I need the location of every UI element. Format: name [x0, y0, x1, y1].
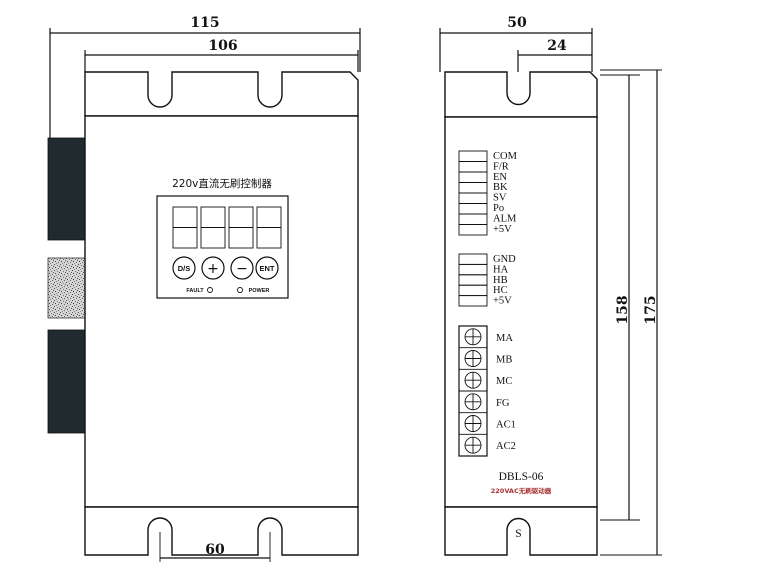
terminal-pin — [458, 295, 488, 307]
model-subtitle: 220VAC无刷驱动器 — [491, 486, 552, 495]
dimension-overall-width: 115 — [49, 15, 361, 140]
plus-button — [201, 256, 225, 280]
hall-terminal-block: GND HA HB HC +5V — [458, 253, 516, 307]
terminal-label: HA — [493, 264, 509, 275]
terminal-label: GND — [493, 254, 516, 265]
controller-body — [84, 115, 359, 508]
terminal-label: MB — [496, 355, 512, 366]
enter-button-label: ENT — [260, 264, 275, 273]
terminal-label: AC1 — [496, 420, 516, 431]
terminal-label: BK — [493, 182, 508, 193]
dimension-hole-offset: 24 — [517, 38, 592, 72]
terminal-label: +5V — [493, 224, 512, 235]
dimension-label: 175 — [643, 295, 659, 324]
terminal-label: COM — [493, 151, 518, 162]
screw-terminal — [464, 436, 482, 454]
dimension-label: 158 — [615, 295, 631, 324]
side-body — [444, 116, 598, 508]
screw-cross-icon — [465, 372, 481, 389]
terminal-label: SV — [493, 193, 507, 204]
screw-cross-icon — [465, 415, 481, 432]
screw-terminal — [459, 328, 487, 349]
display-panel: D/S + − ENT FAULT POWER — [156, 195, 289, 299]
mode-button — [172, 256, 196, 280]
power-led-icon — [237, 287, 243, 293]
terminal-label: F/R — [493, 161, 509, 172]
panel-buttons: D/S + − ENT — [172, 256, 279, 280]
terminal-label: MC — [496, 376, 512, 387]
screw-cross-icon — [465, 437, 481, 454]
mode-button-label: D/S — [178, 264, 191, 273]
heatsink-block-lower — [47, 329, 86, 434]
terminal-label: ALM — [493, 213, 517, 224]
power-label: POWER — [249, 288, 270, 294]
terminal-label: MA — [496, 333, 513, 344]
terminal-label: EN — [493, 172, 507, 183]
side-view: 50 24 S COM F/R EN BK SV Po ALM — [439, 15, 662, 556]
heatsink-block-upper — [47, 137, 86, 241]
enter-button — [255, 256, 279, 280]
fault-label: FAULT — [186, 288, 204, 294]
terminal-label: AC2 — [496, 441, 516, 452]
signal-terminal-block: COM F/R EN BK SV Po ALM +5V — [458, 150, 518, 236]
screw-terminal — [459, 415, 487, 435]
terminal-label: HB — [493, 275, 508, 286]
dimension-label: 24 — [547, 38, 567, 54]
front-panel-title: 220v直流无刷控制器 — [172, 177, 272, 190]
terminal-label: Po — [493, 203, 504, 214]
dimension-depth: 50 — [439, 15, 593, 72]
front-view: 115 106 60 220v直流无刷控制器 — [47, 15, 361, 562]
dimension-label: 115 — [190, 15, 219, 31]
display-panel-frame — [156, 195, 289, 299]
screw-cross-icon — [465, 350, 481, 367]
dimension-overall-height: 175 — [600, 69, 662, 556]
dimension-hole-spacing: 60 — [159, 532, 271, 562]
minus-button-label: − — [236, 261, 248, 277]
terminal-pin — [458, 224, 488, 236]
model-name: DBLS-06 — [499, 471, 544, 483]
minus-button — [230, 256, 254, 280]
power-terminal-block: MA MB MC FG AC1 AC2 — [458, 325, 516, 457]
terminal-label: FG — [496, 398, 510, 409]
side-bottom-flange — [444, 506, 598, 556]
side-top-flange — [444, 71, 598, 118]
indicator-leds: FAULT POWER — [186, 287, 270, 294]
bottom-mounting-flange — [84, 506, 359, 556]
screw-terminal — [459, 350, 487, 370]
dimension-flange-width: 106 — [84, 38, 359, 72]
slot-mark: S — [515, 528, 521, 540]
heatsink-textured-block — [47, 257, 86, 319]
dimension-label: 60 — [205, 542, 225, 558]
dimension-label: 50 — [507, 15, 527, 31]
screw-cross-icon — [465, 328, 481, 345]
fault-led-icon — [207, 287, 213, 293]
screw-terminal — [459, 393, 487, 414]
dimension-label: 106 — [208, 38, 237, 54]
top-mounting-flange — [84, 71, 359, 117]
digit-display — [172, 206, 282, 249]
terminal-label: HC — [493, 285, 508, 296]
plus-button-label: + — [207, 261, 219, 277]
dimension-hole-height: 158 — [600, 74, 640, 521]
screw-terminal — [459, 371, 487, 392]
screw-cross-icon — [465, 393, 481, 410]
terminal-label: +5V — [493, 296, 512, 307]
